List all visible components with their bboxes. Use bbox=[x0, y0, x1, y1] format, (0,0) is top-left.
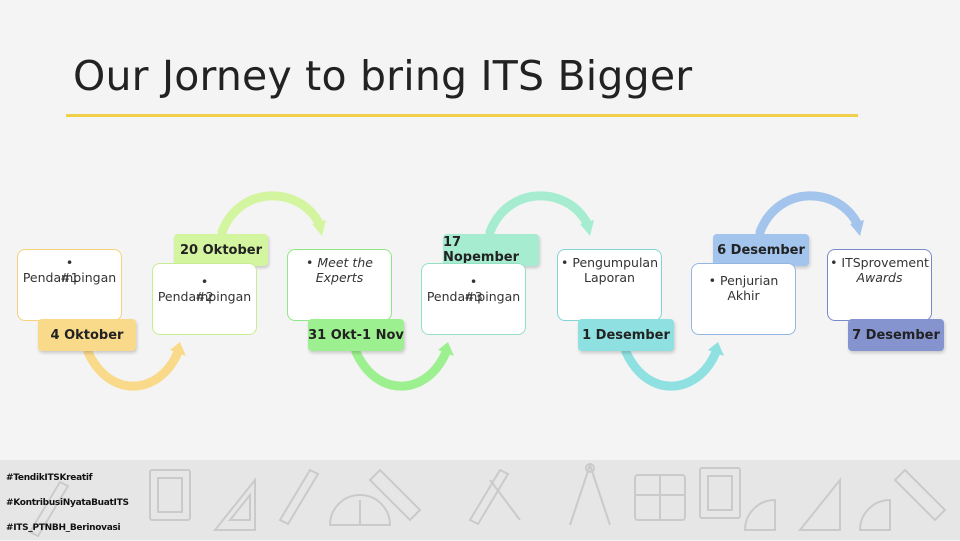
protractor-icon-2 bbox=[745, 500, 775, 530]
milestone-5-text-2: Laporan bbox=[558, 270, 661, 285]
milestone-6-box: • Penjurian Akhir bbox=[691, 263, 796, 335]
milestone-2-box: • Pendampingan #2 bbox=[152, 263, 257, 335]
connector-arrow-3 bbox=[356, 352, 446, 386]
ruler-icon-2 bbox=[895, 470, 945, 520]
connector-arrow-1 bbox=[88, 352, 178, 386]
connector-arrow-6 bbox=[760, 196, 858, 232]
milestone-1-box: • Pendampingan #1 bbox=[17, 249, 122, 321]
milestone-4-box: • Pendampingan #3 bbox=[421, 263, 526, 335]
pencil-icon bbox=[280, 470, 318, 524]
milestone-1-text-2: #1 bbox=[18, 270, 121, 285]
connector-arrow-2 bbox=[222, 196, 320, 232]
milestone-7-date: 7 Desember bbox=[848, 319, 944, 351]
milestone-7-text-2: Awards bbox=[828, 270, 931, 285]
connector-arrow-4 bbox=[490, 196, 588, 232]
milestone-3-date: 31 Okt-1 Nov bbox=[308, 319, 404, 351]
timeline-connectors bbox=[0, 0, 960, 460]
triangle-ruler-icon-2 bbox=[800, 480, 840, 530]
triangle-ruler-icon bbox=[215, 480, 255, 530]
drafting-tools-pattern bbox=[0, 460, 960, 540]
pencil-icon-2 bbox=[470, 470, 520, 524]
milestone-3-text-1: • Meet the bbox=[288, 255, 391, 270]
milestone-2-date: 20 Oktober bbox=[174, 234, 268, 266]
milestone-5-text-1: • Pengumpulan bbox=[558, 255, 661, 270]
milestone-4-text-2: #3 bbox=[422, 289, 525, 304]
milestone-6-date: 6 Desember bbox=[713, 234, 809, 266]
hashtag-2: #KontribusiNyataBuatITS bbox=[6, 491, 129, 516]
milestone-2-text-2: #2 bbox=[153, 289, 256, 304]
milestone-5-box: • Pengumpulan Laporan bbox=[557, 249, 662, 321]
decorative-band bbox=[0, 460, 960, 540]
hashtag-list: #TendikITSKreatif #KontribusiNyataBuatIT… bbox=[6, 466, 129, 541]
milestone-3-text-2: Experts bbox=[288, 270, 391, 285]
drafting-board-icon bbox=[150, 470, 190, 520]
hashtag-1: #TendikITSKreatif bbox=[6, 466, 129, 491]
hashtag-3: #ITS_PTNBH_Berinovasi bbox=[6, 516, 129, 541]
compass-icon bbox=[570, 464, 610, 525]
milestone-3-box: • Meet the Experts bbox=[287, 249, 392, 321]
milestone-7-text-1: • ITSprovement bbox=[828, 255, 931, 270]
milestone-5-date: 1 Desember bbox=[578, 319, 674, 351]
drafting-board-icon-2 bbox=[635, 475, 685, 520]
milestone-7-box: • ITSprovement Awards bbox=[827, 249, 932, 321]
ruler-icon bbox=[370, 470, 420, 520]
milestone-4-date: 17 Nopember bbox=[443, 234, 539, 266]
milestone-6-text-1: • Penjurian Akhir bbox=[692, 273, 795, 303]
protractor-icon bbox=[330, 495, 390, 525]
drafting-board-icon-3 bbox=[700, 468, 740, 518]
milestone-1-date: 4 Oktober bbox=[38, 319, 136, 351]
protractor-icon-3 bbox=[860, 500, 890, 530]
connector-arrow-5 bbox=[626, 352, 716, 386]
